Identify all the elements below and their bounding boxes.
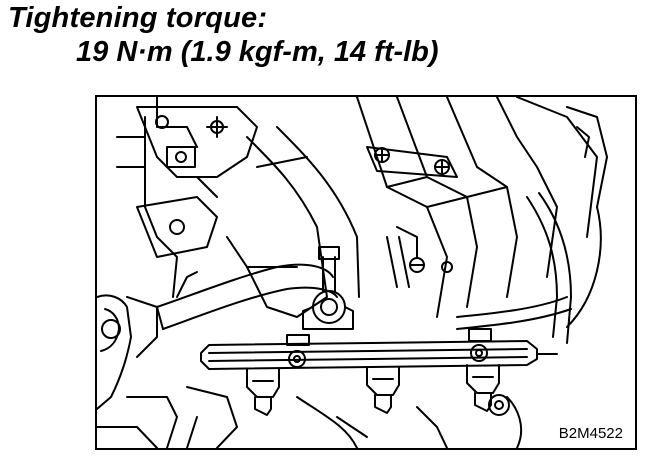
torque-heading: Tightening torque: [8, 2, 268, 34]
manifold-bolt [386, 226, 453, 288]
figure-code: B2M4522 [556, 425, 625, 442]
left-engine-block [97, 97, 198, 448]
fuel-injectors [246, 364, 500, 416]
pressure-regulator [302, 246, 354, 330]
upper-left-bracket [136, 106, 258, 258]
fuel-rail [200, 340, 558, 370]
right-side-pipes [456, 106, 608, 344]
rail-mount-bolts [286, 328, 492, 368]
fuel-injector-rail-illustration [97, 97, 608, 448]
engine-illustration-frame: B2M4522 [95, 95, 637, 450]
torque-value: 19 N·m (1.9 kgf-m, 14 ft-lb) [76, 36, 439, 68]
lower-left-hose [126, 263, 338, 358]
intake-manifold-runners [356, 97, 598, 318]
intake-duct [226, 126, 360, 318]
manifold-bracket [366, 146, 458, 178]
lower-engine-detail [186, 386, 523, 448]
